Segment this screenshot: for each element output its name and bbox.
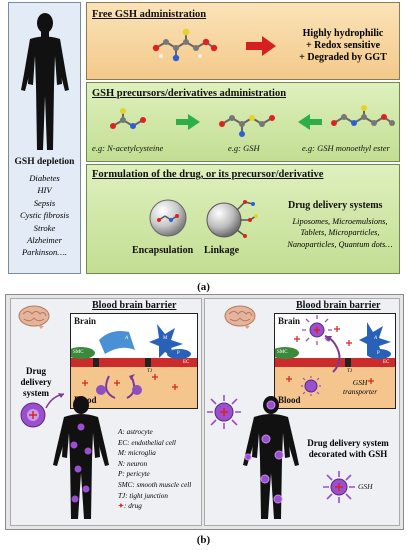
free-gsh-title: Free GSH administration xyxy=(92,9,207,20)
dds-title: Drug delivery systems xyxy=(288,200,383,211)
bbb-title-right: Blood brain barrier xyxy=(296,300,381,311)
red-arrow-icon xyxy=(246,36,276,56)
decorated-dds-label: Drug delivery system decorated with GSH xyxy=(300,438,396,460)
disease-item: Sepsis xyxy=(33,197,56,208)
linkage-label: Linkage xyxy=(204,245,240,256)
blood-label-right: Blood xyxy=(278,395,301,405)
disease-item: Stroke xyxy=(33,222,56,233)
legend-item: N: neuron xyxy=(118,459,148,468)
cell-label-p: P xyxy=(377,351,380,356)
cell-label-tj: TJ xyxy=(347,369,352,374)
legend-item-drug: ✦: drug xyxy=(118,501,191,512)
bbb-inset-left: Brain Blood A SMC M P EC TJ xyxy=(70,313,198,409)
green-arrow-left-icon xyxy=(298,114,322,130)
disease-item: Alzheimer xyxy=(27,235,62,246)
decorated-dds-icon xyxy=(207,395,241,429)
dds-label-line: system xyxy=(23,388,49,398)
decorated-line: decorated with GSH xyxy=(308,449,388,459)
drug-cross-icon: ✦ xyxy=(118,502,125,511)
brain-icon xyxy=(18,305,50,329)
cell-label-smc: SMC xyxy=(277,350,288,355)
precursor-title: GSH precursors/derivatives administratio… xyxy=(92,88,287,99)
cell-label-tj: TJ xyxy=(147,369,152,374)
cell-label-a: A xyxy=(374,336,378,341)
legend-item: EC: endothelial cell xyxy=(118,438,176,447)
dds-line: Tablets, Microparticles, xyxy=(300,228,380,238)
cell-label-p: P xyxy=(177,351,180,356)
decorated-line: Drug delivery system xyxy=(307,438,389,448)
bbb-inset-right: Brain Blood A SMC P EC TJ GSH transporte… xyxy=(274,313,396,409)
transporter-line: GSH xyxy=(352,378,368,387)
gsh-transporter-label: GSH transporter xyxy=(343,378,377,396)
linkage-sphere-icon xyxy=(206,200,258,238)
dds-line: Nanoparticles, Quantum dots… xyxy=(287,239,393,249)
brain-label-left: Brain xyxy=(74,316,97,326)
legend-item: A: astrocyte xyxy=(118,428,153,436)
green-arrow-right-icon xyxy=(176,114,200,130)
gsh-ester-molecule-icon xyxy=(331,105,395,126)
caption-a: (a) xyxy=(197,281,210,293)
gsh-label: GSH xyxy=(358,482,373,491)
depletion-title: GSH depletion xyxy=(14,157,75,167)
disease-item: HIV xyxy=(37,185,52,196)
precursor-label-ester: e.g: GSH monoethyl ester xyxy=(302,143,390,153)
dds-label-line: delivery xyxy=(20,377,52,387)
dds-blood-icon xyxy=(301,376,321,396)
precursor-label-nac: e.g: N-acetylcysteine xyxy=(92,143,164,153)
cell-label-ec: EC xyxy=(183,360,190,365)
distribution-arrow-icon xyxy=(45,393,65,409)
legend-item: M: microglia xyxy=(118,449,156,458)
prop-line: + Redox sensitive xyxy=(305,40,381,51)
gsh-small-molecule-icon xyxy=(219,115,275,137)
disease-item: Cystic fibrosis xyxy=(19,210,70,221)
dds-label-left: Drug delivery system xyxy=(14,366,58,399)
caption-b: (b) xyxy=(196,534,211,546)
transporter-line: transporter xyxy=(343,387,378,396)
legend-item: TJ: tight junction xyxy=(118,491,168,500)
cell-label-m: M xyxy=(163,336,168,341)
free-gsh-props: Highly hydrophilic + Redox sensitive + D… xyxy=(290,28,396,64)
disease-list: Diabetes HIV Sepsis Cystic fibrosis Stro… xyxy=(8,172,81,259)
formulation-box xyxy=(86,164,400,274)
panel-a: GSH depletion Diabetes HIV Sepsis Cystic… xyxy=(8,2,400,274)
dds-list: Liposomes, Microemulsions, Tablets, Micr… xyxy=(284,216,396,250)
left-body-silhouette-icon xyxy=(53,396,109,519)
cell-label-a: A xyxy=(125,336,129,341)
legend-left: A: astrocyte EC: endothelial cell M: mic… xyxy=(118,427,191,512)
dds-line: Liposomes, Microemulsions, xyxy=(292,217,388,226)
cell-label-smc: SMC xyxy=(73,350,84,355)
disease-item: Parkinson…. xyxy=(21,247,68,258)
encapsulation-label: Encapsulation xyxy=(132,245,194,256)
encapsulation-sphere-icon xyxy=(149,199,187,237)
legend-item: P: pericyte xyxy=(118,470,150,479)
gsh-molecule-icon xyxy=(152,28,218,62)
dds-label-line: Drug xyxy=(26,366,46,376)
bbb-title-left: Blood brain barrier xyxy=(92,300,177,311)
brain-icon xyxy=(224,305,256,329)
brain-label-right: Brain xyxy=(278,316,301,326)
nac-molecule-icon xyxy=(110,108,146,129)
formulation-title: Formulation of the drug, or its precurso… xyxy=(92,169,324,180)
legend-item: SMC: smooth muscle cell xyxy=(118,480,192,489)
human-silhouette-icon xyxy=(21,13,69,150)
legend-drug-text: : drug xyxy=(124,502,142,511)
precursor-label-gsh: e.g: GSH xyxy=(228,143,260,153)
free-gsh-box xyxy=(86,2,400,80)
dds-sphere-icon xyxy=(20,402,46,428)
prop-line: + Degraded by GGT xyxy=(299,52,387,63)
right-body-silhouette-icon xyxy=(243,396,299,519)
prop-line: Highly hydrophilic xyxy=(302,28,384,39)
cell-label-ec: EC xyxy=(383,360,390,365)
disease-item: Diabetes xyxy=(29,173,60,183)
gsh-decorated-sphere-icon xyxy=(323,471,355,503)
